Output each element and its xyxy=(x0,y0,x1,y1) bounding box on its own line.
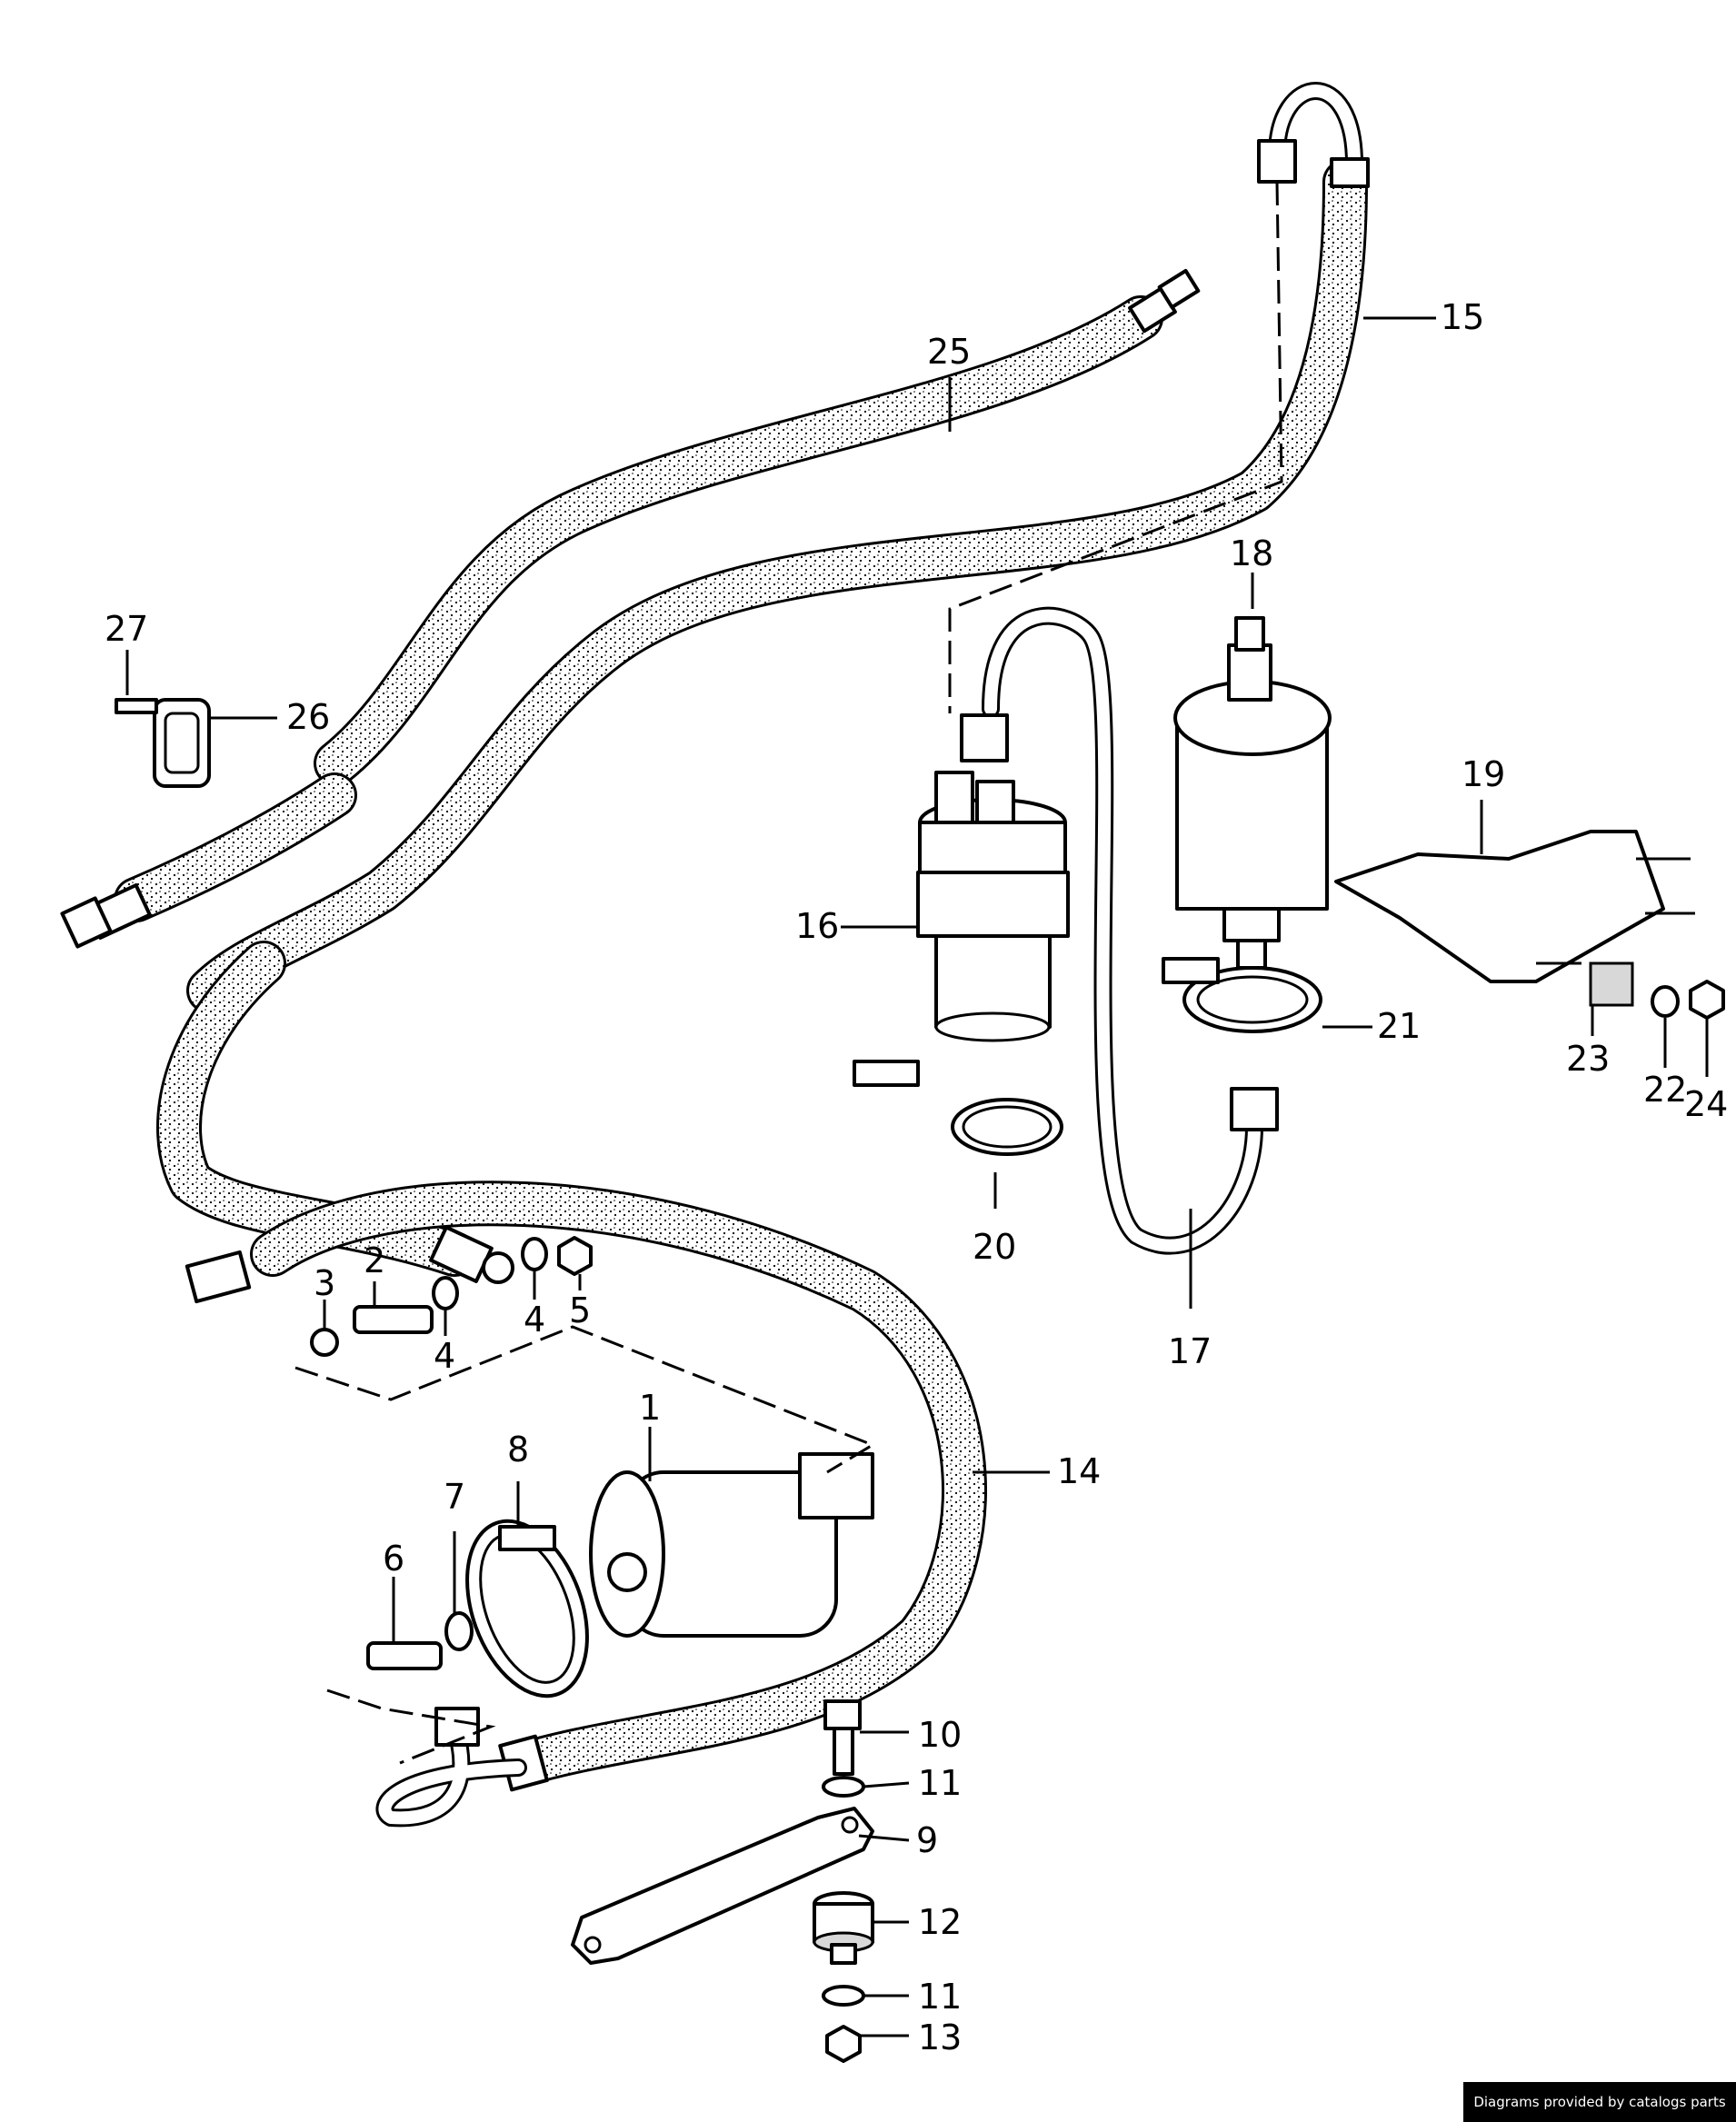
washer-22 xyxy=(1651,985,1680,1018)
fuel-hose-14 xyxy=(185,1181,987,1828)
callout-21: 21 xyxy=(1377,1006,1421,1046)
spring-washer-11a xyxy=(822,1776,865,1798)
fuel-hose-25 xyxy=(60,268,1201,949)
callout-19: 19 xyxy=(1462,754,1505,794)
callout-6: 6 xyxy=(383,1539,404,1579)
hose-clamp-20 xyxy=(853,1060,1063,1156)
hose-holder-26 xyxy=(153,698,211,788)
mounting-bracket-19 xyxy=(1334,830,1695,983)
footer-credit: Diagrams provided by catalogs parts xyxy=(1463,2082,1736,2122)
callout-2: 2 xyxy=(364,1240,385,1280)
spring-washer-11b xyxy=(822,1985,865,2007)
callout-1: 1 xyxy=(639,1388,661,1428)
callout-7: 7 xyxy=(444,1477,465,1517)
callout-13: 13 xyxy=(918,2017,962,2057)
callout-3: 3 xyxy=(314,1263,335,1303)
bolt-10 xyxy=(823,1699,862,1776)
fuel-hose-15 xyxy=(156,82,1370,1277)
callout-11b: 11 xyxy=(918,1977,962,2017)
fuel-filter-18 xyxy=(1173,616,1332,970)
hose-clamp-21 xyxy=(1162,957,1322,1033)
fuel-pipe-17 xyxy=(960,606,1279,1255)
callout-27: 27 xyxy=(105,609,148,649)
callout-12: 12 xyxy=(918,1902,962,1942)
rubber-mount-23 xyxy=(1589,961,1634,1007)
washer-4a xyxy=(432,1276,459,1310)
callout-15: 15 xyxy=(1441,297,1484,337)
callout-10: 10 xyxy=(918,1715,962,1755)
pump-clamp-8 xyxy=(465,1519,589,1699)
callout-26: 26 xyxy=(286,697,330,737)
callout-5: 5 xyxy=(569,1290,591,1330)
callout-4b: 4 xyxy=(524,1300,545,1340)
screw-27 xyxy=(115,698,158,714)
hollow-bolt-2 xyxy=(353,1305,434,1334)
callout-23: 23 xyxy=(1566,1039,1610,1079)
hollow-bolt-6 xyxy=(366,1641,443,1670)
callout-25: 25 xyxy=(927,332,971,372)
nut-5 xyxy=(557,1236,593,1276)
nut-24 xyxy=(1689,980,1725,1020)
callout-17: 17 xyxy=(1168,1331,1212,1371)
nut-13 xyxy=(825,2025,862,2063)
callout-20: 20 xyxy=(973,1227,1016,1267)
support-plate-9 xyxy=(571,1807,874,1965)
assembly-lines xyxy=(294,181,1283,1765)
callout-4a: 4 xyxy=(434,1336,455,1376)
fuel-pump-1 xyxy=(589,1452,874,1638)
callout-18: 18 xyxy=(1230,533,1273,573)
callout-9: 9 xyxy=(916,1820,938,1860)
washer-4b xyxy=(521,1237,548,1271)
rubber-buffer-12 xyxy=(813,1891,874,1965)
callout-24: 24 xyxy=(1684,1084,1728,1124)
callouts: 1 2 3 4 4 5 6 7 8 9 10 11 12 11 13 14 15… xyxy=(105,297,1728,2057)
washer-3 xyxy=(310,1328,339,1357)
fuel-accumulator-16 xyxy=(916,771,1070,1042)
leader-lines xyxy=(125,316,1709,2037)
callout-14: 14 xyxy=(1057,1451,1101,1491)
callout-22: 22 xyxy=(1643,1070,1687,1110)
sealing-ring-7 xyxy=(444,1611,474,1651)
callout-8: 8 xyxy=(507,1430,529,1469)
callout-16: 16 xyxy=(795,906,839,946)
callout-11a: 11 xyxy=(918,1763,962,1803)
banjo-fitting xyxy=(429,1225,514,1284)
